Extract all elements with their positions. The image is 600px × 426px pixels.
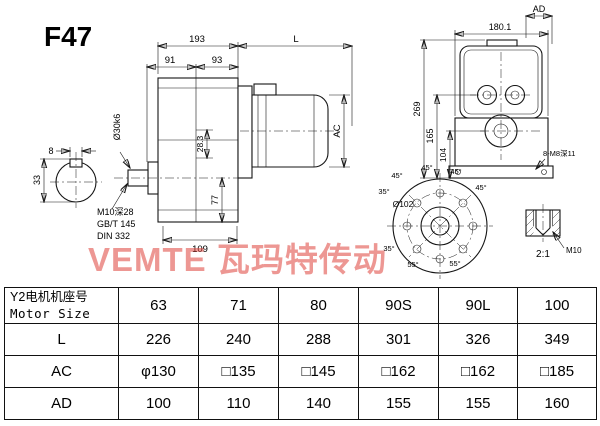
column-header: 90L (438, 287, 518, 324)
table-cell: 226 (118, 323, 199, 356)
note-center-tap: M10深28 (97, 207, 134, 217)
row-label: AC (4, 355, 119, 388)
flange-view: Ø102 45° 45° 45° 45° 35° 35° 55° 55° (378, 163, 493, 279)
detail-view: 2:1 M10 (525, 204, 582, 260)
dim-key-width-label: 8 (48, 146, 53, 156)
table-cell: 110 (198, 387, 279, 420)
table-cell: □135 (198, 355, 279, 388)
dim-193-label: 193 (189, 34, 205, 45)
table-cell: 326 (438, 323, 518, 356)
table-cell: □185 (517, 355, 597, 388)
table-cell: 155 (358, 387, 439, 420)
table-cell: □162 (358, 355, 439, 388)
motor-flange (237, 85, 253, 179)
angle-label: 35° (383, 244, 394, 253)
angle-label: 45° (450, 167, 461, 176)
motor-body (251, 94, 329, 168)
dim-165-label: 165 (425, 128, 435, 143)
dimension-table: Y2电机机座号 Motor Size 63 71 80 90S 90L 100 … (4, 287, 597, 420)
rear-view: AD 180.1 269 165 104 8-M8深11 (412, 4, 575, 178)
dim-28-3-label: 28.3 (195, 135, 205, 152)
terminal-box (253, 83, 277, 96)
dim-key-height-label: 33 (32, 175, 42, 185)
table-cell: 288 (278, 323, 359, 356)
dim-ad-label: AD (533, 4, 546, 14)
column-header: 80 (278, 287, 359, 324)
page-title: F47 (44, 21, 92, 52)
table-cell: □162 (438, 355, 518, 388)
dim-180-label: 180.1 (489, 22, 512, 32)
table-cell: 100 (118, 387, 199, 420)
table-row: AC φ130 □135 □145 □162 □162 □185 (4, 355, 597, 388)
table-cell: 349 (517, 323, 597, 356)
table-row: AD 100 110 140 155 155 160 (4, 387, 597, 420)
column-header: 71 (198, 287, 279, 324)
angle-label: 35° (378, 187, 389, 196)
column-header: 90S (358, 287, 439, 324)
table-cell: 240 (198, 323, 279, 356)
dim-109-label: 109 (192, 244, 208, 255)
detail-thread-label: M10 (566, 246, 582, 255)
table-cell: 155 (438, 387, 518, 420)
table-row: L 226 240 288 301 326 349 (4, 323, 597, 356)
motor-size-header-cell: Y2电机机座号 Motor Size (4, 287, 119, 324)
gear-housing-rear (454, 117, 549, 167)
note-flange-bolts: 8-M8深11 (543, 149, 575, 158)
row-label: AD (4, 387, 119, 420)
column-header: 100 (517, 287, 597, 324)
dim-shaft-dia-label: Ø30k6 (112, 114, 122, 141)
table-cell: φ130 (118, 355, 199, 388)
dim-bolt-circle-label: Ø102 (393, 199, 414, 209)
note-standard-2: DIN 332 (97, 231, 130, 241)
note-standard-1: GB/T 145 (97, 219, 135, 229)
dim-77-label: 77 (210, 195, 220, 205)
side-view: 193 L 91 93 AC Ø30k6 28.3 77 (32, 34, 352, 255)
terminal-box-rear (486, 39, 518, 47)
dim-104-label: 104 (438, 148, 448, 162)
motor-size-label-en: Motor Size (10, 305, 91, 321)
table-cell: 140 (278, 387, 359, 420)
angle-label: 45° (475, 183, 486, 192)
angle-label: 55° (449, 259, 460, 268)
angle-label: 45° (391, 171, 402, 180)
dim-91-label: 91 (165, 55, 176, 66)
table-cell: □145 (278, 355, 359, 388)
table-cell: 301 (358, 323, 439, 356)
technical-drawing: F47 (32, 4, 582, 279)
dim-269-label: 269 (412, 101, 422, 116)
table-header-row: Y2电机机座号 Motor Size 63 71 80 90S 90L 100 (4, 287, 597, 324)
motor-size-label-cn: Y2电机机座号 (10, 290, 88, 305)
dim-ac-label: AC (332, 124, 343, 137)
dim-93-label: 93 (212, 55, 223, 66)
row-label: L (4, 323, 119, 356)
column-header: 63 (118, 287, 199, 324)
angle-label: 45° (421, 163, 432, 172)
angle-label: 55° (407, 260, 418, 269)
dim-l-label: L (293, 34, 298, 45)
detail-scale-label: 2:1 (536, 249, 550, 260)
table-cell: 160 (517, 387, 597, 420)
